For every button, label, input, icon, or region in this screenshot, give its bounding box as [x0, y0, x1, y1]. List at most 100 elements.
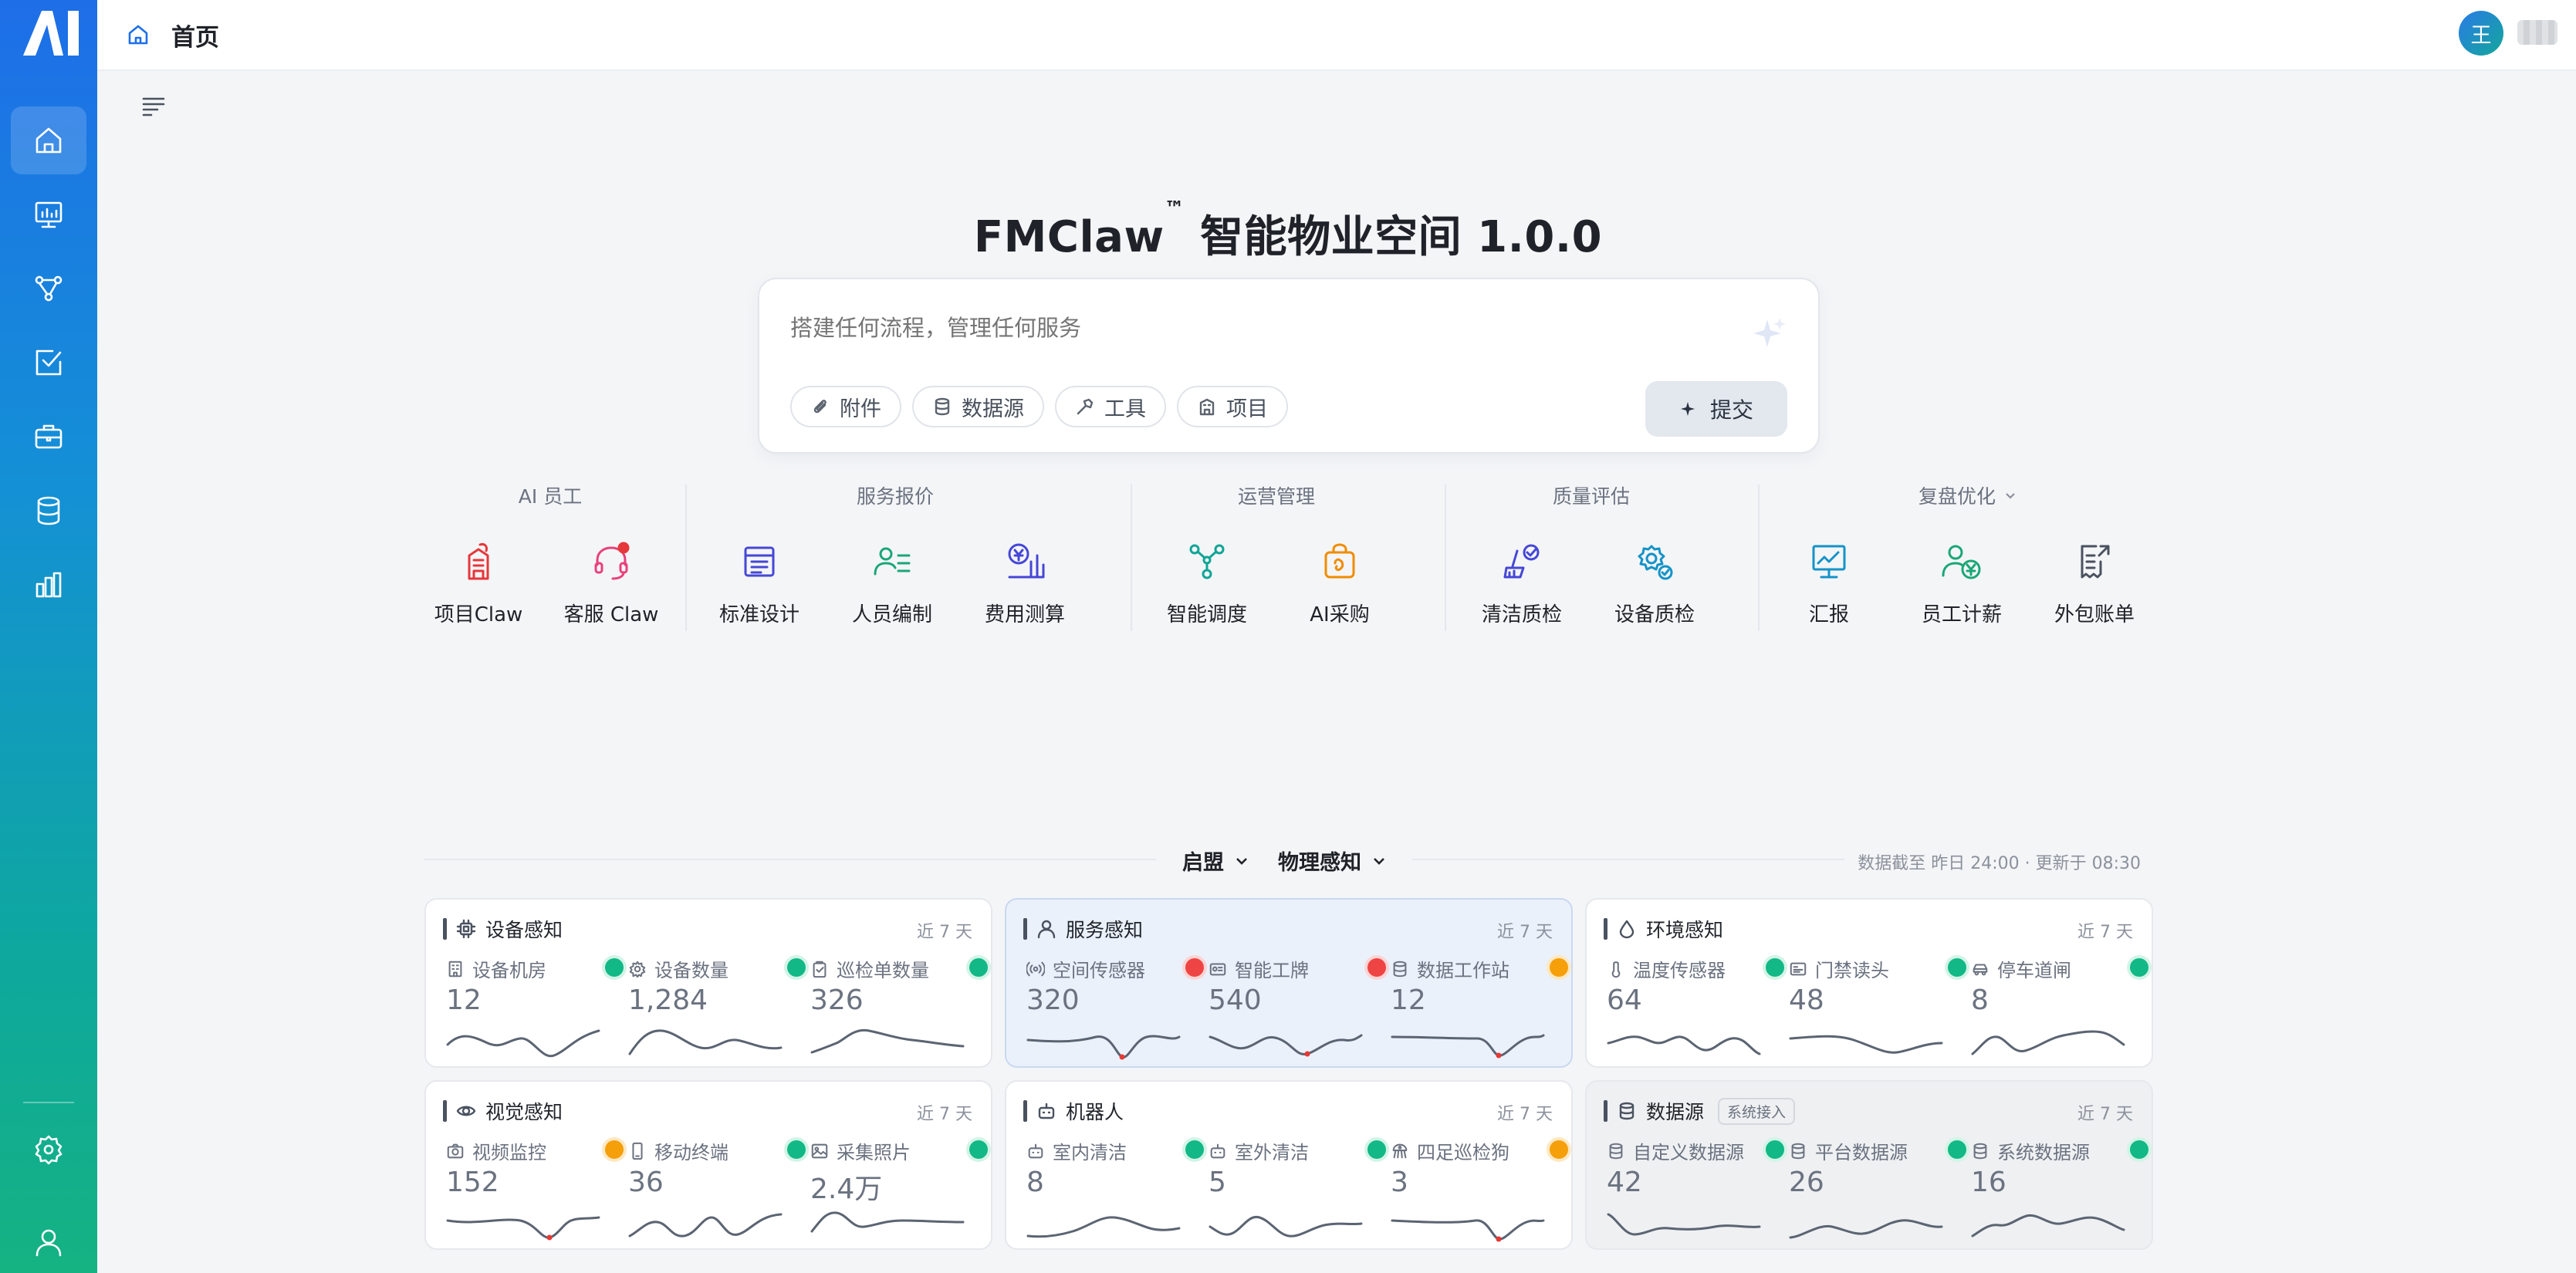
user-icon: [1037, 920, 1056, 939]
category-item-smart-dispatch[interactable]: 智能调度: [1145, 540, 1269, 627]
metric-label: 设备机房: [446, 955, 546, 982]
project-select[interactable]: 启盟: [1182, 846, 1250, 876]
sidebar-item-settings[interactable]: [11, 1116, 86, 1184]
briefcase-icon: [35, 424, 63, 449]
card-header: 机器人: [1023, 1099, 1124, 1123]
sidebar-item-profile[interactable]: [11, 1208, 86, 1273]
sparkline-path: [810, 1211, 965, 1233]
project-chip[interactable]: 项目: [1177, 386, 1288, 427]
chevron-down-icon: [1374, 857, 1384, 865]
card-time-range: 近 7 天: [917, 1105, 972, 1124]
metric-value: 64: [1607, 984, 1642, 1016]
sidebar-item-analytics[interactable]: [11, 551, 86, 619]
metric-value: 540: [1209, 984, 1262, 1016]
avatar[interactable]: 王: [2459, 11, 2503, 56]
sidebar-item-home[interactable]: [11, 106, 86, 174]
sensing-type-select[interactable]: 物理感知: [1278, 846, 1388, 876]
sparkline: [1789, 1035, 1943, 1054]
sparkline-path: [1026, 1035, 1181, 1059]
category-review-dropdown[interactable]: 复盘优化: [1767, 481, 2169, 509]
sparkline-path: [810, 1028, 965, 1054]
category-item-staffing[interactable]: 人员编制: [830, 540, 954, 627]
home-icon[interactable]: [127, 23, 150, 46]
card-header: 环境感知: [1604, 917, 1723, 941]
home-icon: [35, 127, 62, 154]
prompt-input[interactable]: [790, 315, 1716, 341]
status-dot: [1550, 1140, 1568, 1159]
category-item-project-claw[interactable]: 项目Claw: [417, 540, 540, 627]
category-item-standard-design[interactable]: 标准设计: [698, 540, 821, 627]
cost-chart-icon: [1008, 543, 1045, 579]
category-item-cost-estimate[interactable]: 费用测算: [963, 540, 1087, 627]
category-item-ai-purchase[interactable]: AI采购: [1278, 540, 1401, 627]
attachment-chip[interactable]: 附件: [790, 386, 901, 427]
sidebar-item-monitor[interactable]: [11, 181, 86, 248]
sparkline: [1391, 1034, 1545, 1059]
card-header: 视觉感知: [443, 1099, 563, 1123]
category-item-outsourcing-bill[interactable]: 外包账单: [2033, 540, 2156, 627]
menu-toggle-icon[interactable]: [140, 93, 167, 119]
sparkline: [1209, 1034, 1363, 1057]
robot-icon: [1210, 1143, 1225, 1158]
card-time-range: 近 7 天: [1497, 1105, 1553, 1124]
metric-label: 数据工作站: [1391, 955, 1509, 982]
metric-label: 自定义数据源: [1607, 1137, 1744, 1164]
status-dot: [969, 958, 988, 977]
submit-button[interactable]: 提交: [1645, 381, 1787, 437]
sparkline-path: [628, 1029, 783, 1055]
sparkline-path: [446, 1029, 600, 1058]
metric-label: 智能工牌: [1209, 955, 1309, 982]
sparkline: [1607, 1035, 1761, 1055]
status-dot: [1185, 1140, 1204, 1159]
sparkline: [1209, 1215, 1363, 1238]
category-item-cleaning-inspect[interactable]: 清洁质检: [1460, 540, 1584, 627]
card-title: 机器人: [1066, 1101, 1124, 1123]
sparkline-path: [1789, 1219, 1943, 1239]
category-item-service-claw[interactable]: 客服 Claw: [549, 540, 673, 627]
metric-value: 36: [628, 1167, 664, 1198]
status-dot: [1766, 958, 1784, 977]
tools-chip[interactable]: 工具: [1055, 386, 1166, 427]
sparkline-anomaly-dot: [1496, 1236, 1502, 1242]
metric-label-text: 停车道闸: [1997, 960, 2071, 981]
category-item-report[interactable]: 汇报: [1767, 540, 1891, 627]
category-operations: 运营管理 智能调度 AI采购: [1145, 480, 1408, 634]
user-name-blurred[interactable]: [2517, 20, 2557, 45]
datasource-chip[interactable]: 数据源: [912, 386, 1044, 427]
metric-label: 视频监控: [446, 1137, 546, 1164]
sidebar-item-workflow[interactable]: [11, 255, 86, 322]
category-item-equipment-inspect[interactable]: 设备质检: [1593, 540, 1716, 627]
app-logo[interactable]: [20, 6, 85, 59]
sidebar-item-database[interactable]: [11, 477, 86, 545]
metric-label-text: 自定义数据源: [1633, 1142, 1744, 1163]
card-accent-bar: [1604, 1100, 1607, 1122]
category-item-payroll[interactable]: 员工计薪: [1900, 540, 2023, 627]
prompt-box: 附件 数据源 工具 项目 提交: [758, 278, 1820, 454]
sidebar-item-tasks[interactable]: [11, 329, 86, 397]
sidebar-item-toolbox[interactable]: [11, 403, 86, 471]
